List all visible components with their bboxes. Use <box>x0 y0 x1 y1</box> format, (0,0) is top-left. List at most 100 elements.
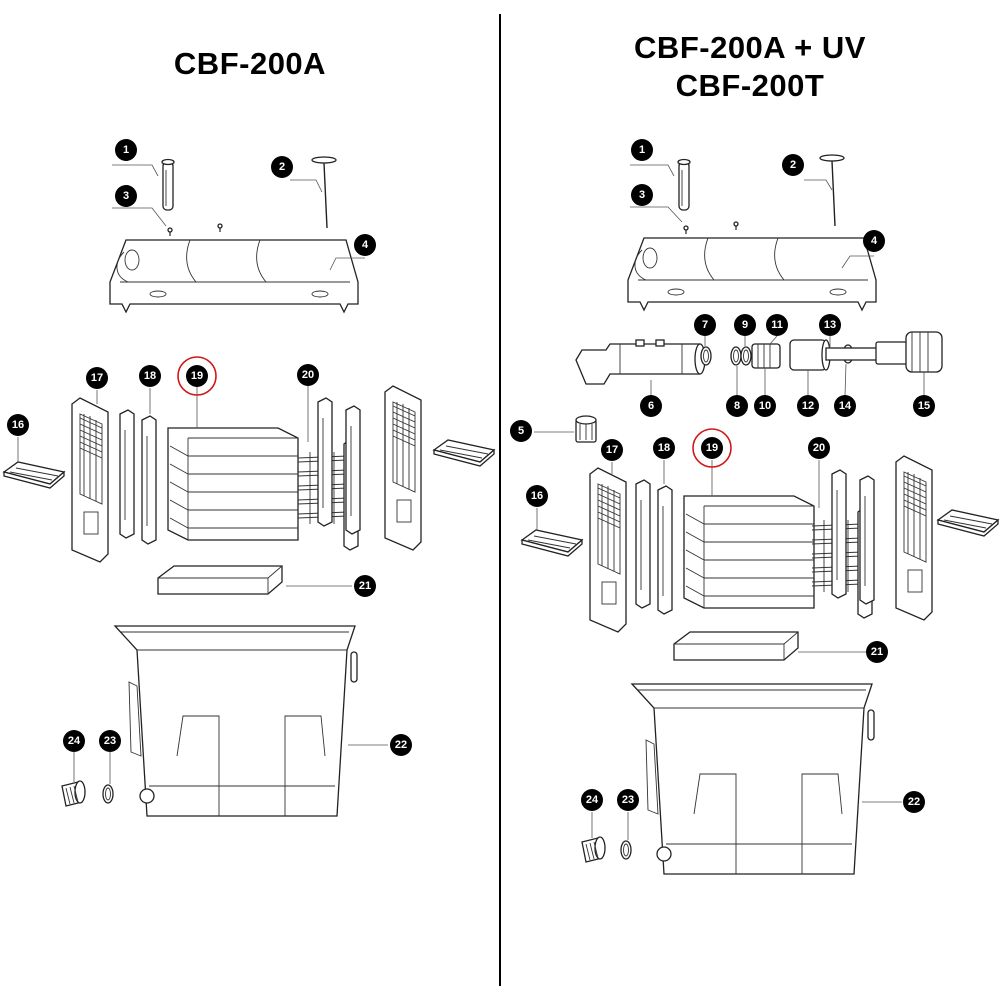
badge-part-2: 2 <box>271 156 293 178</box>
badge-part-17: 17 <box>601 439 623 461</box>
part-21-plate <box>673 631 799 661</box>
highlight-ring-19-left <box>177 356 217 396</box>
part-18-divider-a <box>119 409 135 539</box>
svg-text:18: 18 <box>144 370 156 382</box>
svg-text:23: 23 <box>104 735 116 747</box>
svg-text:13: 13 <box>824 319 836 331</box>
svg-text:4: 4 <box>871 235 878 247</box>
part-13-connector <box>825 341 911 365</box>
badge-part-22: 22 <box>390 734 412 756</box>
svg-text:12: 12 <box>802 400 814 412</box>
svg-text:7: 7 <box>702 319 708 331</box>
part-1-pin <box>677 158 691 211</box>
badge-part-23: 23 <box>617 789 639 811</box>
svg-text:14: 14 <box>839 400 852 412</box>
part-3-screw <box>167 227 173 237</box>
svg-text:1: 1 <box>639 144 645 156</box>
svg-text:8: 8 <box>734 400 740 412</box>
part-18-divider-a <box>635 479 651 609</box>
badge-part-9: 9 <box>734 314 756 336</box>
badge-part-16: 16 <box>526 485 548 507</box>
svg-text:19: 19 <box>706 442 718 454</box>
svg-text:3: 3 <box>639 189 645 201</box>
part-16-tray-left <box>521 529 583 557</box>
badge-part-21: 21 <box>866 641 888 663</box>
right-part-badges: 1 2 3 4 5 6 7 8 9 10 11 12 13 14 15 16 1… <box>510 139 935 813</box>
part-3-screw-b <box>733 221 739 231</box>
svg-text:1: 1 <box>123 144 129 156</box>
left-part-badges: 1 2 3 4 16 17 18 19 20 21 22 23 24 <box>7 139 412 756</box>
svg-text:11: 11 <box>771 319 783 331</box>
part-10-11-coupling <box>751 343 781 369</box>
svg-text:5: 5 <box>518 425 524 437</box>
part-24-nut <box>61 780 86 807</box>
part-23-ring <box>102 784 114 804</box>
svg-text:20: 20 <box>813 442 825 454</box>
part-21-plate <box>157 565 283 595</box>
title-right-line2: CBF-200T <box>675 68 825 103</box>
badge-part-16: 16 <box>7 414 29 436</box>
svg-text:21: 21 <box>359 580 371 592</box>
badge-part-20: 20 <box>808 437 830 459</box>
part-16-tray-right <box>937 509 999 537</box>
badge-part-8: 8 <box>726 395 748 417</box>
part-4-lid <box>627 237 877 311</box>
badge-part-11: 11 <box>766 314 788 336</box>
part-2-thermometer <box>311 156 337 229</box>
badge-part-2: 2 <box>782 154 804 176</box>
badge-part-1: 1 <box>631 139 653 161</box>
svg-text:23: 23 <box>622 794 634 806</box>
right-diagram <box>521 154 999 875</box>
badge-part-19: 19 <box>701 437 723 459</box>
badge-part-24: 24 <box>581 789 603 811</box>
part-22-box <box>631 683 875 875</box>
badge-part-5: 5 <box>510 420 532 442</box>
part-20-divider-a <box>831 469 847 599</box>
badge-part-21: 21 <box>354 575 376 597</box>
part-17-frame-right <box>895 455 933 621</box>
svg-text:16: 16 <box>12 419 24 431</box>
center-divider <box>499 14 501 986</box>
badge-part-18: 18 <box>139 365 161 387</box>
part-23-ring <box>620 840 632 860</box>
svg-text:18: 18 <box>658 442 670 454</box>
badge-part-24: 24 <box>63 730 85 752</box>
part-16-tray-left <box>3 461 65 489</box>
badge-part-4: 4 <box>863 230 885 252</box>
badge-part-1: 1 <box>115 139 137 161</box>
badge-part-20: 20 <box>297 364 319 386</box>
part-8-ring <box>730 346 742 366</box>
svg-text:19: 19 <box>191 370 203 382</box>
badge-part-19: 19 <box>186 365 208 387</box>
badge-part-14: 14 <box>834 395 856 417</box>
svg-text:20: 20 <box>302 369 314 381</box>
part-19-filter-plates <box>167 427 299 541</box>
part-2-thermometer <box>819 154 845 227</box>
part-18-divider-b <box>657 485 673 615</box>
badge-part-3: 3 <box>631 184 653 206</box>
part-24-nut <box>581 836 606 863</box>
svg-text:22: 22 <box>395 739 407 751</box>
svg-text:24: 24 <box>68 735 81 747</box>
svg-text:9: 9 <box>742 319 748 331</box>
badge-part-3: 3 <box>115 185 137 207</box>
part-1-pin <box>161 158 175 211</box>
part-17-frame-right <box>384 385 422 551</box>
svg-text:4: 4 <box>362 239 369 251</box>
part-7-ring <box>700 346 712 366</box>
badge-part-4: 4 <box>354 234 376 256</box>
badge-part-6: 6 <box>640 395 662 417</box>
part-6-uv-lamp <box>575 339 706 385</box>
part-16-tray-right <box>433 439 495 467</box>
part-18-divider-b <box>141 415 157 545</box>
svg-text:10: 10 <box>759 400 771 412</box>
part-22-box <box>114 625 358 817</box>
badge-part-15: 15 <box>913 395 935 417</box>
part-3-screw <box>683 225 689 235</box>
left-diagram <box>3 156 495 817</box>
part-20-divider-b <box>345 405 361 535</box>
part-20-divider-a <box>317 397 333 527</box>
badge-part-7: 7 <box>694 314 716 336</box>
title-right-line1: CBF-200A + UV <box>634 30 866 65</box>
part-17-frame <box>71 397 109 563</box>
